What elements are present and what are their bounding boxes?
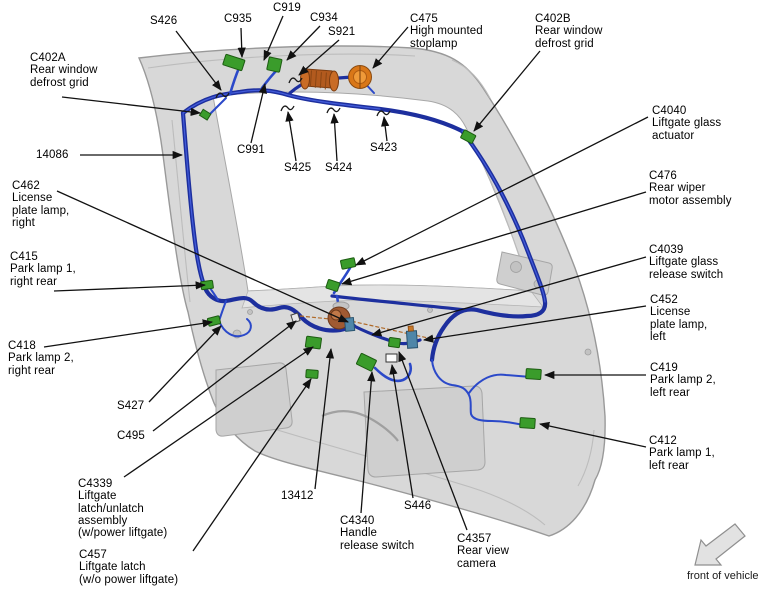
leader-c991 — [250, 82, 267, 144]
splice-s921 — [288, 77, 303, 84]
connector-c934 — [266, 56, 283, 73]
label-c991: C991 — [237, 144, 265, 156]
connector-c402b — [460, 129, 477, 144]
leader-lines-layer — [43, 15, 649, 552]
license-plate-pocket — [363, 385, 486, 478]
connector-c452 — [405, 325, 419, 349]
connector-c935 — [222, 53, 246, 72]
leader-c4340 — [360, 370, 376, 514]
label-c418: C418 Park lamp 2, right rear — [8, 340, 74, 377]
label-c462: C462 License plate lamp, right — [12, 180, 70, 229]
leader-c919 — [263, 15, 284, 61]
label-c935: C935 — [224, 13, 252, 25]
leader-s446 — [389, 363, 414, 499]
label-c4357: C4357 Rear view camera — [457, 533, 510, 570]
leader-c935 — [237, 27, 246, 59]
connector-c4339 — [304, 335, 322, 350]
harness-sill-run — [330, 294, 468, 312]
latch-wire — [373, 362, 413, 383]
splice-s423 — [376, 110, 391, 117]
leader-c4040 — [355, 116, 649, 266]
leader-c476 — [341, 191, 647, 286]
label-s423: S423 — [370, 142, 398, 154]
leader-c402a — [61, 96, 202, 117]
leader-c4357 — [398, 351, 468, 531]
connector-c457 — [305, 369, 319, 379]
leader-c934 — [286, 25, 321, 61]
label-c4340: C4340 Handle release switch — [340, 515, 415, 552]
c402a-stub — [208, 97, 227, 116]
label-c475: C475 High mounted stoplamp — [410, 13, 483, 50]
leader-s921 — [298, 39, 340, 76]
front-of-vehicle-arrow — [694, 523, 746, 566]
leader-s423 — [381, 115, 390, 142]
high-mounted-stoplamp — [300, 65, 372, 92]
connector-c412 — [519, 417, 536, 429]
leader-13412 — [314, 347, 335, 490]
label-c402b: C402B Rear window defrost grid — [535, 13, 603, 50]
leader-c402b — [473, 50, 541, 132]
splice-s426 — [215, 92, 230, 99]
connector-c419 — [525, 368, 542, 380]
connector-c4357 — [387, 336, 401, 349]
label-c412: C412 Park lamp 1, left rear — [649, 435, 715, 472]
label-c402a: C402A Rear window defrost grid — [30, 52, 98, 89]
label-13412: 13412 — [281, 490, 314, 502]
label-c419: C419 Park lamp 2, left rear — [650, 362, 716, 399]
park-lamp-left-wire — [431, 359, 529, 427]
leader-c415 — [53, 281, 207, 292]
leader-c4039 — [370, 256, 647, 337]
handle-pocket-shading — [321, 410, 399, 442]
leader-c457 — [192, 378, 312, 552]
connector-c4340-latch — [356, 352, 377, 372]
label-s921: S921 — [328, 26, 356, 38]
label-c4040: C4040 Liftgate glass actuator — [652, 105, 722, 142]
label-s427: S427 — [117, 400, 145, 412]
leader-c462 — [56, 190, 349, 323]
leader-s426 — [175, 30, 222, 91]
leader-c452 — [422, 305, 647, 343]
connector-c462 — [343, 316, 356, 332]
leader-s427 — [148, 325, 222, 403]
components — [198, 53, 542, 429]
leader-c412 — [538, 421, 647, 448]
label-s424: S424 — [325, 162, 353, 174]
label-c4339: C4339 Liftgate latch/unlatch assembly (w… — [78, 478, 168, 540]
leader-s424 — [330, 112, 339, 162]
splice-s446-tape — [385, 353, 398, 363]
label-s425: S425 — [284, 162, 312, 174]
splice-s424 — [326, 107, 341, 114]
front-of-vehicle-label: front of vehicle — [687, 570, 759, 582]
label-c457: C457 Liftgate latch (w/o power liftgate) — [79, 549, 179, 586]
park-lamp-c419-branch — [468, 373, 532, 394]
leader-c4339 — [123, 346, 314, 478]
label-c476: C476 Rear wiper motor assembly — [649, 170, 732, 207]
leader-c495 — [152, 320, 297, 432]
label-14086: 14086 — [36, 149, 69, 161]
label-s446: S446 — [404, 500, 432, 512]
left-panel-pocket — [215, 362, 293, 437]
label-c452: C452 License plate lamp, left — [650, 294, 708, 343]
connector-c402a — [198, 108, 212, 121]
leader-c475 — [372, 26, 409, 69]
label-c934: C934 — [310, 12, 338, 24]
label-c415: C415 Park lamp 1, right rear — [10, 251, 76, 288]
label-c4039: C4039 Liftgate glass release switch — [649, 244, 724, 281]
label-c919: C919 — [273, 2, 301, 14]
leader-s425 — [285, 110, 297, 162]
connector-c476 — [325, 279, 341, 292]
connector-c4040 — [340, 257, 357, 270]
splice-s425 — [280, 105, 295, 112]
label-s426: S426 — [150, 15, 178, 27]
label-c495: C495 — [117, 430, 145, 442]
leader-c418 — [43, 319, 214, 348]
